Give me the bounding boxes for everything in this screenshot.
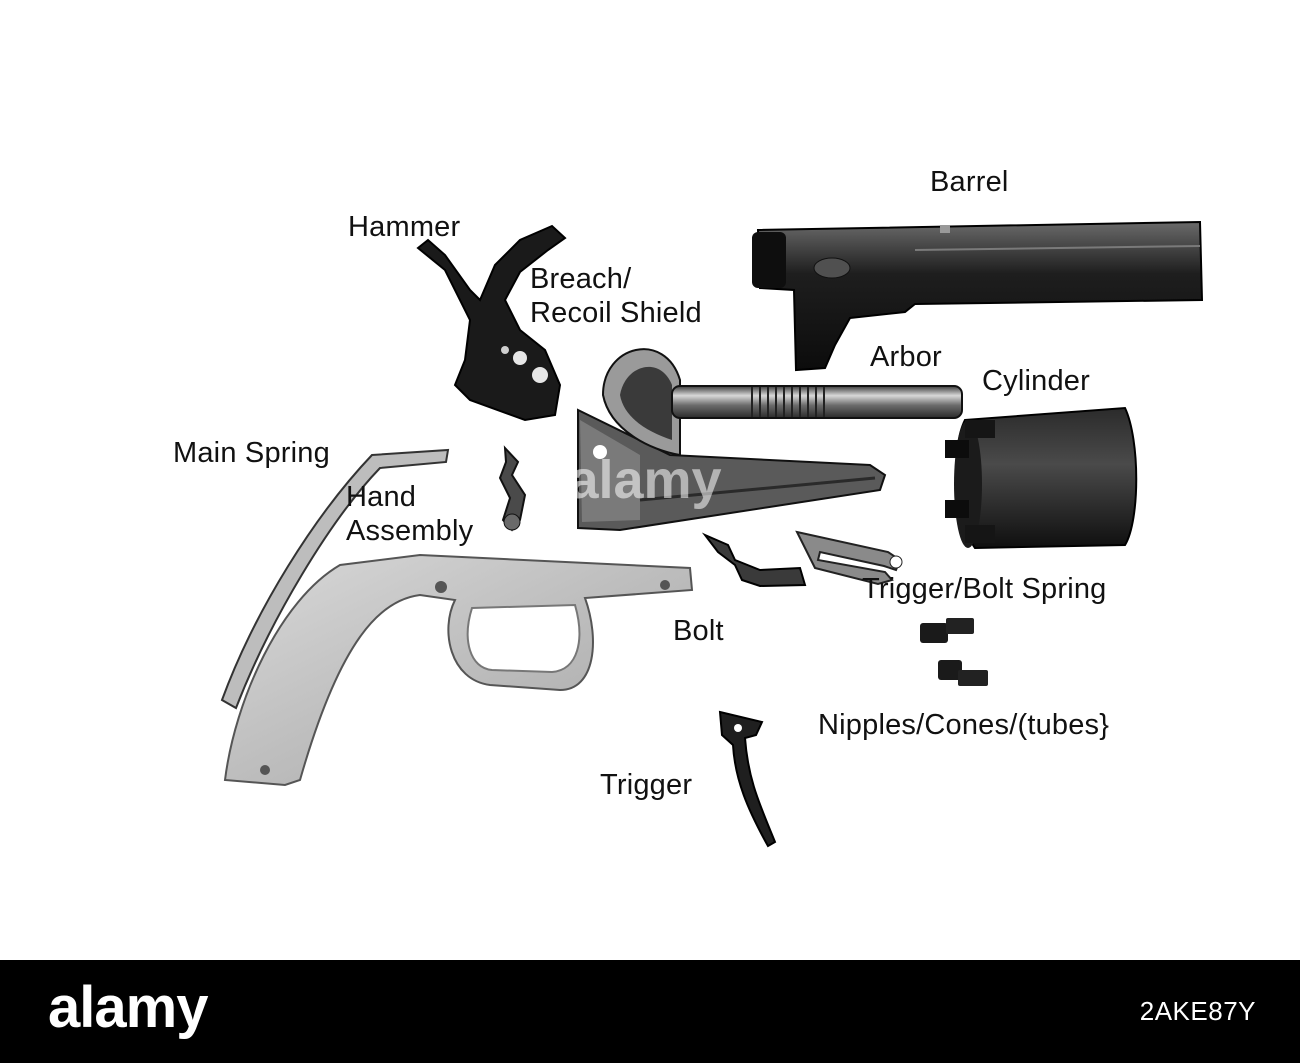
label-main-spring: Main Spring	[173, 437, 330, 469]
bolt-part	[701, 532, 807, 588]
revolver-parts-diagram	[220, 220, 1204, 848]
label-arbor: Arbor	[870, 341, 942, 373]
main-spring-part	[220, 448, 450, 710]
footer-image-id: 2AKE87Y	[1139, 996, 1256, 1026]
barrel-part	[752, 220, 1204, 372]
arbor-part	[671, 385, 963, 419]
label-hand-assembly: Hand Assembly	[346, 481, 474, 547]
cylinder-part	[945, 406, 1138, 550]
label-trigger: Trigger	[600, 769, 693, 801]
footer-logo: alamy	[48, 975, 208, 1040]
footer-bar: alamy 2AKE87Y	[0, 960, 1300, 1063]
label-hammer: Hammer	[348, 211, 461, 243]
label-trigger-bolt-spring: Trigger/Bolt Spring	[862, 573, 1107, 605]
breach-recoil-shield-part	[577, 348, 887, 532]
hammer-part	[416, 224, 567, 422]
label-barrel: Barrel	[930, 166, 1009, 198]
frame-grip-part	[223, 553, 694, 787]
label-cylinder: Cylinder	[982, 365, 1090, 397]
trigger-bolt-spring-part	[795, 530, 903, 586]
label-breach-recoil-shield: Breach/ Recoil Shield	[530, 263, 702, 329]
trigger-part	[718, 710, 777, 848]
label-bolt: Bolt	[673, 615, 724, 647]
hand-assembly-part	[498, 445, 527, 532]
nipples-cones-part	[920, 618, 988, 686]
label-nipples-cones-tubes: Nipples/Cones/(tubes}	[818, 709, 1110, 741]
